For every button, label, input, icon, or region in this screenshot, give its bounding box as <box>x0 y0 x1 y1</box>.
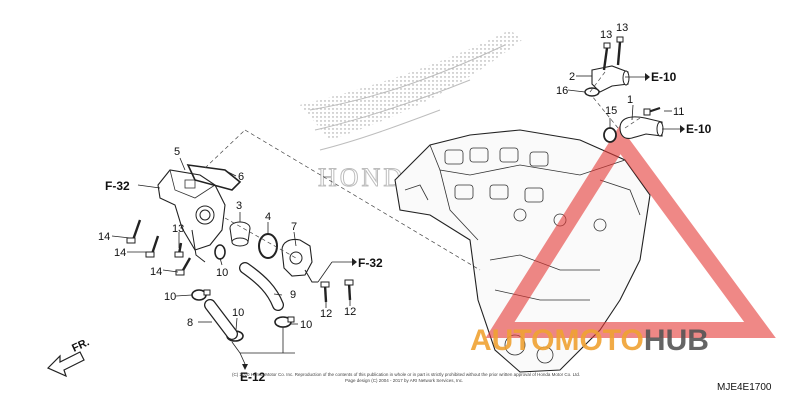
callout-11: 11 <box>673 106 684 118</box>
hose-clamp-10-left <box>191 289 211 301</box>
callout-1: 1 <box>627 94 633 106</box>
o-ring-15 <box>603 127 617 143</box>
thermostat <box>229 221 251 247</box>
callout-13-upper-left: 13 <box>600 29 612 41</box>
callout-10-left: 10 <box>164 291 176 303</box>
callout-14-middle: 14 <box>114 247 126 259</box>
assembly-lines <box>204 71 641 271</box>
bolt-11 <box>643 106 661 116</box>
gasket-6 <box>186 164 242 191</box>
watermark-triangle <box>485 125 776 338</box>
bolt-13-upper-left <box>602 42 611 71</box>
diagram-code: MJE4E1700 <box>717 382 772 393</box>
callout-5: 5 <box>174 146 180 158</box>
callout-10-lower: 10 <box>232 307 244 319</box>
thermostat-cover <box>281 238 318 283</box>
bolt-12-left <box>320 281 330 303</box>
bolt-12-right <box>344 279 354 301</box>
callout-6: 6 <box>238 171 244 183</box>
callout-3: 3 <box>236 200 242 212</box>
callout-16: 16 <box>556 85 568 97</box>
bolt-14-long <box>126 219 142 244</box>
reference-codes: E-10 E-10 F-32 F-32 E-12 <box>105 70 712 384</box>
bolt-13-upper-right <box>616 36 624 66</box>
callout-10-upper: 10 <box>216 267 228 279</box>
copyright-line-1: (C) 2020 Honda Motor Co. Inc. Reproducti… <box>232 372 580 377</box>
callout-15: 15 <box>605 105 617 117</box>
bolt-14-short <box>175 257 192 276</box>
callout-2: 2 <box>569 71 575 83</box>
reference-f32-right: F-32 <box>358 256 383 270</box>
callout-7: 7 <box>291 221 297 233</box>
callout-labels: 1 2 3 4 5 6 7 8 9 10 10 10 10 11 12 12 1… <box>98 22 684 331</box>
watermark-part3: HUB <box>644 324 709 357</box>
automotohub-watermark: AUTOMOTOHUB <box>470 324 709 357</box>
leader-lines <box>111 75 680 365</box>
reference-e10-lower: E-10 <box>686 122 712 136</box>
callout-13-upper-right: 13 <box>616 22 628 34</box>
svg-text:AUTOMOTOHUB: AUTOMOTOHUB <box>470 324 709 357</box>
callout-14-upper: 14 <box>98 231 110 243</box>
callout-12-left: 12 <box>320 308 332 320</box>
hose-clamp-10-upper <box>214 244 226 260</box>
callout-10-right: 10 <box>300 319 312 331</box>
reference-f32-left: F-32 <box>105 179 130 193</box>
reference-e10-upper: E-10 <box>651 70 677 84</box>
callout-8: 8 <box>187 317 193 329</box>
bolt-13-left <box>174 242 184 258</box>
watermark-part1: AUTO <box>470 324 554 357</box>
callout-4: 4 <box>265 211 271 223</box>
copyright-line-2: Page design (C) 2004 - 2017 by ARI Netwo… <box>345 378 463 383</box>
water-outlet-joint <box>591 65 630 93</box>
callout-12-right: 12 <box>344 306 356 318</box>
bolt-14-mid <box>145 235 160 258</box>
callout-9: 9 <box>290 289 296 301</box>
direction-label: FR. <box>70 336 91 354</box>
reference-arrows <box>242 73 685 370</box>
callout-13-left: 13 <box>172 223 184 235</box>
hose-clamp-10-right <box>274 316 295 328</box>
reference-e12: E-12 <box>240 370 266 384</box>
front-direction-arrow: FR. <box>46 336 91 378</box>
thermostat-housing <box>157 169 226 263</box>
callout-14-lower: 14 <box>150 266 162 278</box>
watermark-part2: MOTO <box>554 324 643 357</box>
water-joint-1 <box>619 116 664 139</box>
